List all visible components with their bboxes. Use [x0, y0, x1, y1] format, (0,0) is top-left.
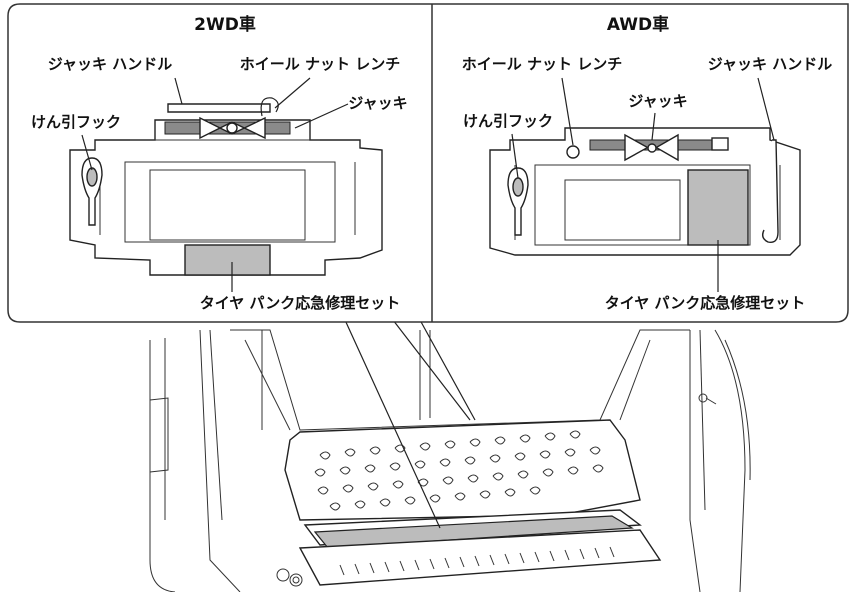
wheel-nut-wrench-awd	[566, 145, 580, 159]
label-jack-handle-awd: ジャッキ ハンドル	[708, 55, 832, 73]
repair-kit-awd	[687, 169, 749, 246]
jack-handle-2wd	[167, 103, 271, 113]
panel-2wd: 2WD車 ジャッキ ハンドル ホイール ナット レンチ ジャッキ けん引フック …	[31, 14, 408, 312]
label-repair-kit-awd: タイヤ パンク応急修理セット	[605, 294, 806, 312]
label-repair-kit-2wd: タイヤ パンク応急修理セット	[200, 294, 401, 312]
jack-2wd	[164, 116, 291, 140]
jack-handle-awd	[761, 139, 779, 243]
label-jack-handle-2wd: ジャッキ ハンドル	[48, 55, 172, 73]
floor-board-holes	[314, 430, 604, 511]
label-wheel-nut-wrench-awd: ホイール ナット レンチ	[462, 55, 622, 73]
tray-2wd	[69, 119, 383, 276]
label-tow-hook-2wd: けん引フック	[31, 113, 121, 131]
label-wheel-nut-wrench-2wd: ホイール ナット レンチ	[240, 55, 400, 73]
jack-awd	[589, 133, 729, 162]
tow-hook-2wd	[81, 157, 103, 226]
tow-hook-awd	[507, 167, 529, 236]
label-jack-awd: ジャッキ	[628, 92, 687, 110]
car-rear-illustration	[149, 319, 751, 592]
wheel-nut-wrench-2wd	[260, 97, 279, 117]
repair-kit-2wd	[184, 244, 271, 276]
panel-title-2wd: 2WD車	[194, 14, 256, 35]
panel-awd: AWD車 ホイール ナット レンチ ジャッキ ハンドル ジャッキ けん引フック …	[462, 14, 832, 312]
label-jack-2wd: ジャッキ	[348, 94, 407, 112]
label-tow-hook-awd: けん引フック	[463, 112, 553, 130]
panel-title-awd: AWD車	[607, 14, 669, 35]
